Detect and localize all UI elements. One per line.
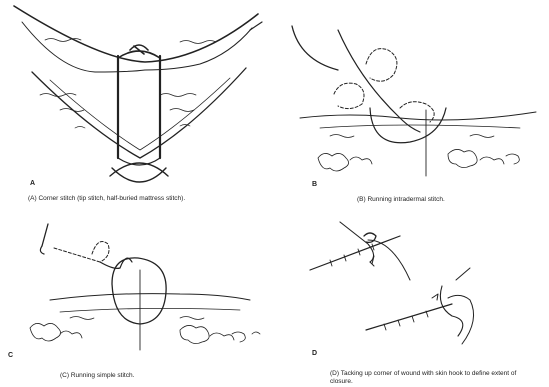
panel-a-texture	[40, 39, 216, 129]
panel-c-dashed-thread	[54, 248, 100, 262]
panel-b-needle-curve	[292, 26, 338, 70]
panel-d-right-strand	[456, 268, 470, 280]
panel-b-texture	[330, 135, 494, 138]
panel-c-hook	[40, 246, 44, 254]
panel-b-skin-line	[320, 125, 520, 128]
panel-d-lower-incision	[366, 304, 452, 330]
panel-b-tissue	[318, 149, 519, 171]
panel-a-outer-edge	[14, 6, 258, 62]
panel-c-caption: (C) Running simple stitch.	[60, 372, 220, 380]
panel-b-wound-edge	[300, 112, 536, 120]
panel-a-needle	[250, 22, 262, 30]
panel-b-caption: (B) Running intradermal stitch.	[357, 196, 532, 204]
panel-b-illustration	[292, 26, 536, 176]
panel-d-lower-arrow	[432, 294, 438, 300]
panel-d-caption: (D) Tacking up corner of wound with skin…	[330, 370, 540, 386]
panel-c-loop-dashed	[92, 242, 109, 262]
panel-a-inner-edge	[22, 22, 252, 72]
panel-d-lower-hook	[440, 286, 462, 336]
panel-c-texture	[70, 317, 204, 320]
panel-b-loop-dashed-2	[334, 83, 364, 108]
panel-c-skin-line	[60, 308, 240, 312]
panel-c-tissue	[30, 323, 260, 343]
panel-c-wound-line	[50, 294, 250, 300]
panel-c-letter: C	[8, 352, 13, 359]
panel-a-loop	[110, 163, 168, 182]
panel-a-knot	[118, 45, 160, 58]
panel-d-letter: D	[312, 350, 317, 357]
panel-a-illustration	[14, 6, 262, 182]
panel-d-upper-incision	[310, 236, 400, 270]
panel-c-needle	[42, 224, 48, 246]
panel-d-upper-ticks	[330, 244, 374, 266]
panel-a-wound-triangle	[32, 68, 246, 158]
panel-b-loop-dashed-1	[366, 49, 397, 82]
panel-a-corner-tip	[118, 158, 160, 165]
panel-c-illustration	[30, 224, 260, 350]
panel-d-illustration	[310, 222, 474, 344]
panel-a-caption: (A) Corner stitch (tip stitch, half-buri…	[28, 195, 283, 203]
panel-a-letter: A	[30, 180, 35, 187]
panel-b-letter: B	[312, 181, 317, 188]
